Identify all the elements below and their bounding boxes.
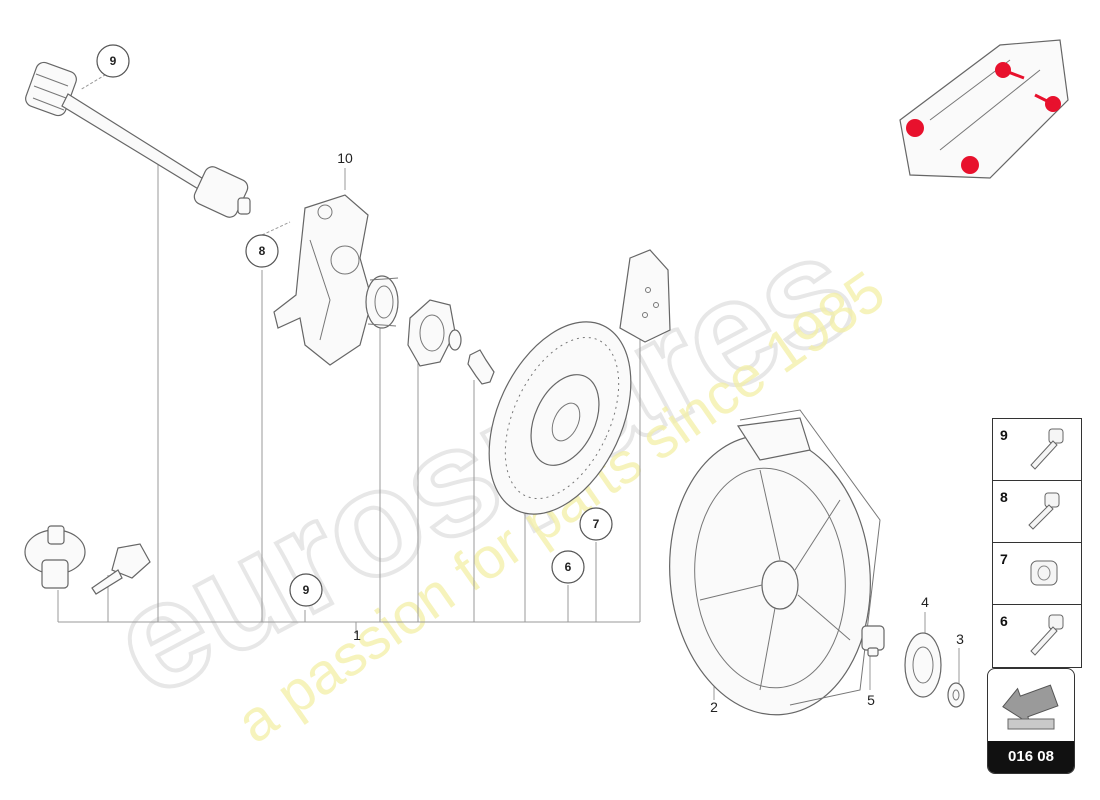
- wheel-nut: [861, 625, 885, 657]
- page-code: 016 08: [988, 741, 1074, 773]
- callout-label: 9: [303, 583, 310, 597]
- legend-number: 9: [1000, 427, 1008, 443]
- bolt-icon: [1030, 428, 1064, 470]
- label-10[interactable]: 10: [337, 150, 353, 166]
- label-1[interactable]: 1: [353, 627, 361, 643]
- nut-icon: [1030, 560, 1058, 586]
- wheel-speed-sensor-ring: [24, 525, 86, 589]
- label-3[interactable]: 3: [956, 631, 964, 647]
- legend-number: 6: [1000, 613, 1008, 629]
- callout-label: 7: [593, 517, 600, 531]
- wheel-hub: [407, 299, 462, 367]
- label-4[interactable]: 4: [921, 594, 929, 610]
- wheel-rim: [669, 409, 881, 716]
- drive-shaft: [25, 61, 251, 218]
- callout-label: 9: [110, 54, 117, 68]
- hub-bolt: [467, 349, 495, 385]
- brake-pad: [619, 249, 671, 343]
- legend-row-9[interactable]: 9: [993, 419, 1081, 481]
- wheel-speed-sensor: [91, 543, 151, 595]
- callout-6[interactable]: 6: [551, 550, 585, 584]
- legend-number: 7: [1000, 551, 1008, 567]
- legend-number: 8: [1000, 489, 1008, 505]
- brake-disc: [488, 321, 632, 515]
- steering-knuckle: [273, 194, 373, 366]
- legend-row-8[interactable]: 8: [993, 481, 1081, 543]
- wheel-bearing: [365, 275, 399, 329]
- callout-label: 6: [565, 560, 572, 574]
- callout-9-bottom[interactable]: 9: [289, 573, 323, 607]
- bolt-icon: [1028, 492, 1060, 530]
- callout-8[interactable]: 8: [245, 234, 279, 268]
- label-5[interactable]: 5: [867, 692, 875, 708]
- highlight-front-right: [961, 156, 979, 174]
- label-2[interactable]: 2: [710, 699, 718, 715]
- callout-label: 8: [259, 244, 266, 258]
- bolt-icon: [1030, 614, 1064, 656]
- page-navigation[interactable]: 016 08: [987, 668, 1075, 774]
- highlight-front-left: [906, 119, 924, 137]
- washer: [947, 682, 965, 708]
- fastener-legend: 9 8 7 6: [992, 418, 1082, 668]
- callout-7[interactable]: 7: [579, 507, 613, 541]
- legend-row-6[interactable]: 6: [993, 605, 1081, 666]
- car-thumbnail: [899, 39, 1069, 179]
- centre-lock-plate: [904, 632, 942, 698]
- callout-9-top[interactable]: 9: [96, 44, 130, 78]
- legend-row-7[interactable]: 7: [993, 543, 1081, 605]
- arrow-icon: [1002, 684, 1059, 730]
